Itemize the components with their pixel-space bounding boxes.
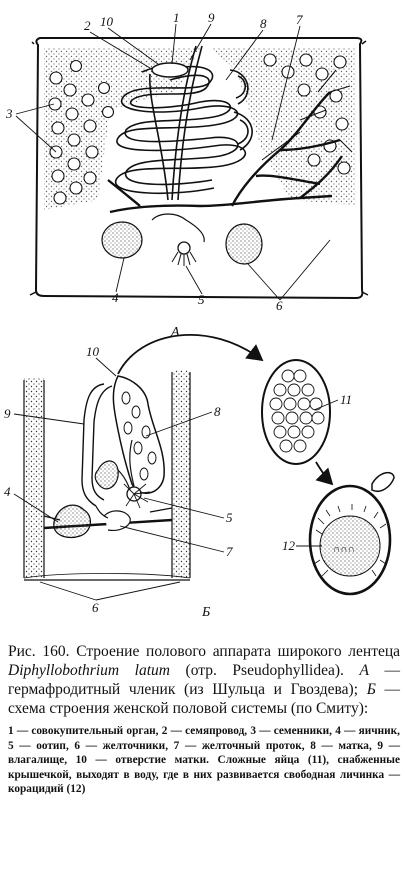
label-b-12: 12 (282, 538, 296, 553)
caption-main: Рис. 160. Строение полового аппарата шир… (8, 643, 401, 717)
svg-text:∩∩∩: ∩∩∩ (333, 544, 355, 555)
cirrus-sac (151, 62, 189, 78)
label-b-8: 8 (214, 404, 221, 419)
label-6: 6 (276, 298, 283, 313)
label-7: 7 (296, 12, 303, 27)
vitelline-ducts (107, 91, 343, 214)
hatching-egg: ∩∩∩ (308, 471, 395, 596)
species-name: Diphyllobothrium latum (8, 662, 170, 679)
caption-legend: 1 — совокупительный орган, 2 — семяпрово… (8, 725, 400, 795)
testes-left (48, 59, 115, 205)
label-b-4: 4 (4, 484, 11, 499)
panel-b-label: Б (201, 605, 210, 620)
label-9: 9 (208, 10, 215, 25)
tapeworm-reproductive-diagram: 2 10 1 9 8 7 3 4 5 6 A (4, 10, 395, 620)
uterus-coils (115, 65, 253, 195)
label-5: 5 (198, 292, 205, 307)
label-b-10: 10 (86, 344, 100, 359)
label-3: 3 (5, 106, 13, 121)
label-b-11: 11 (340, 392, 352, 407)
label-10: 10 (100, 14, 114, 29)
ootype (171, 241, 197, 266)
label-b-5: 5 (226, 510, 233, 525)
panel-a-label: A (170, 325, 180, 340)
panel-b-scheme: ∩∩∩ 10 8 9 4 5 7 6 11 12 Б (4, 333, 395, 620)
label-b-7: 7 (226, 544, 233, 559)
label-4: 4 (112, 290, 119, 305)
label-2: 2 (84, 18, 91, 33)
panel-a-proglottid: 2 10 1 9 8 7 3 4 5 6 A (5, 10, 369, 340)
label-8: 8 (260, 16, 267, 31)
label-b-6: 6 (92, 600, 99, 615)
caption-fig-number: Рис. 160. (8, 643, 70, 660)
label-1: 1 (173, 10, 180, 25)
figure-caption: Рис. 160. Строение полового аппарата шир… (8, 642, 400, 797)
compound-egg (261, 359, 331, 465)
label-b-9: 9 (4, 406, 11, 421)
ovary-lobes (101, 213, 263, 265)
panel-b-labels: 10 8 9 4 5 7 6 11 12 Б (4, 344, 352, 620)
genital-ducts (141, 45, 203, 201)
panel-a-labels: 2 10 1 9 8 7 3 4 5 6 A (5, 10, 303, 340)
